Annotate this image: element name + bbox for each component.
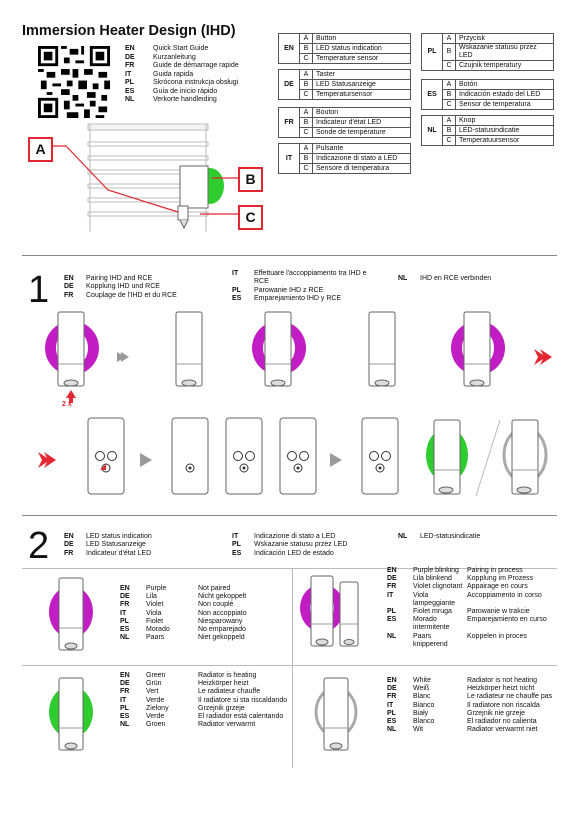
device-purple-1 bbox=[45, 311, 99, 387]
device-purple-blinking bbox=[300, 575, 359, 647]
step-1-illustration bbox=[38, 311, 552, 497]
device-white bbox=[502, 419, 548, 495]
device-green bbox=[426, 419, 468, 495]
grid-line bbox=[292, 568, 293, 768]
callout-c: C bbox=[238, 205, 263, 230]
press-arrow bbox=[66, 390, 76, 398]
grid-line bbox=[22, 665, 557, 666]
step-2-illustration bbox=[49, 575, 359, 751]
qr-code bbox=[38, 46, 110, 118]
device-green bbox=[49, 677, 93, 751]
step-2-number: 2 bbox=[28, 525, 50, 567]
press-count: 2 x bbox=[62, 401, 72, 408]
callout-a: A bbox=[28, 137, 53, 162]
divider bbox=[22, 515, 557, 516]
page-title: Immersion Heater Design (IHD) bbox=[22, 23, 236, 39]
callout-b: B bbox=[238, 167, 263, 192]
device-white bbox=[314, 677, 358, 751]
grid-line bbox=[22, 568, 557, 569]
remote-1 bbox=[87, 417, 125, 495]
divider bbox=[22, 255, 557, 256]
step-1-number: 1 bbox=[28, 269, 50, 311]
device-purple bbox=[49, 577, 93, 651]
red-arrow-icon bbox=[534, 349, 546, 365]
